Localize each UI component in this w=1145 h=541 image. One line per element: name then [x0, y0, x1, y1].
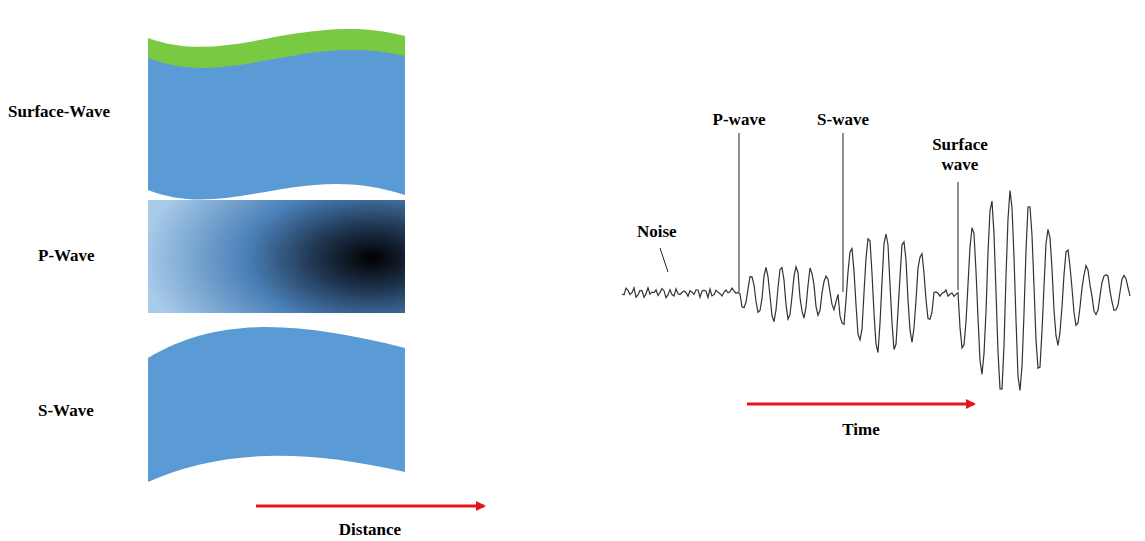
trace-annotation: Noise: [637, 222, 677, 242]
phase-label: Surface wave: [925, 135, 995, 174]
axis-label: Time: [842, 420, 879, 440]
time-arrow: [747, 403, 974, 406]
band-label: P-Wave: [38, 246, 95, 266]
axis-label: Distance: [339, 520, 401, 540]
s-marker: [843, 133, 844, 292]
surface-marker: [958, 182, 959, 290]
band-label: S-Wave: [38, 401, 94, 421]
p-wave-band: [148, 200, 405, 313]
phase-label: S-wave: [817, 110, 869, 130]
distance-arrow: [256, 505, 484, 508]
seismogram-trace: [622, 191, 1130, 391]
noise-leader: [660, 248, 668, 272]
s-wave-band: [148, 327, 405, 482]
p-marker: [739, 133, 740, 292]
phase-label: P-wave: [713, 110, 766, 130]
surface-band: [148, 50, 405, 199]
band-label: Surface-Wave: [8, 102, 110, 122]
